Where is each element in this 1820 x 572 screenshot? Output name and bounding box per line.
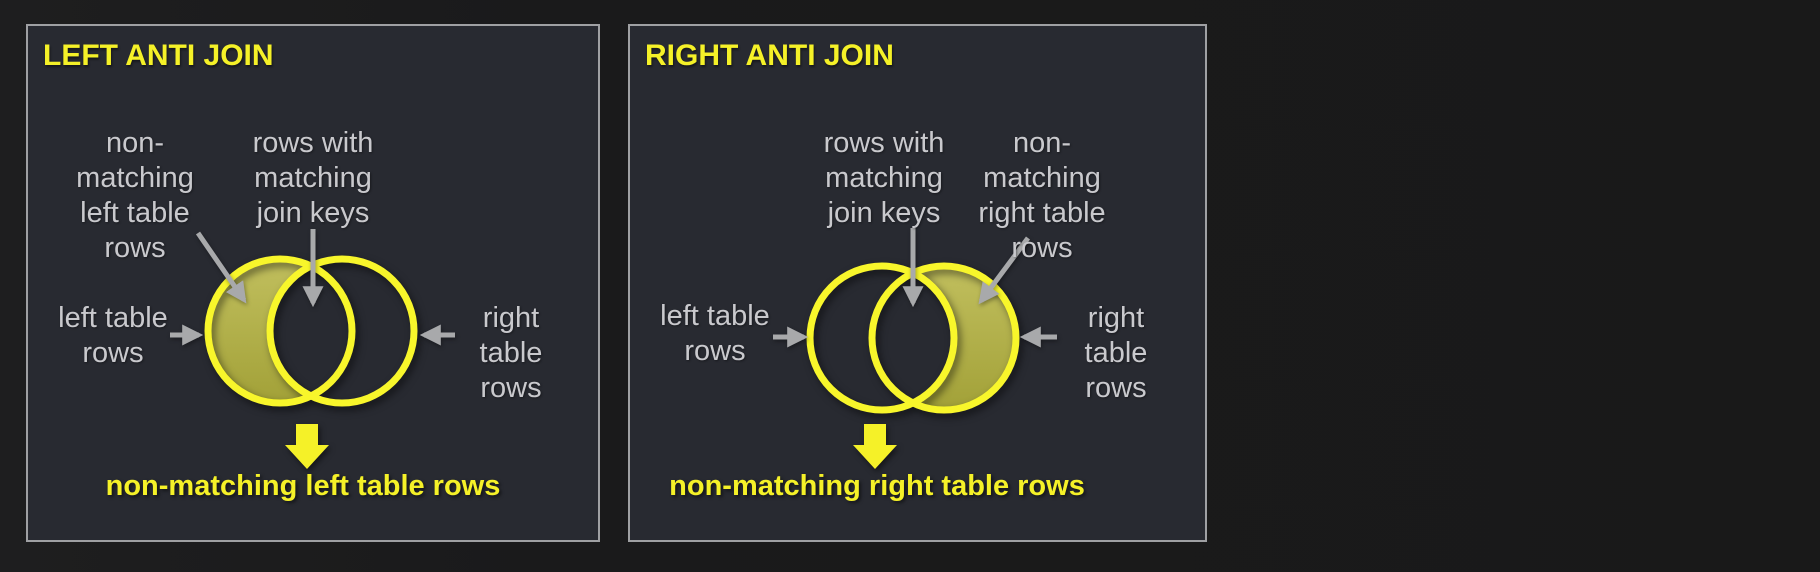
label-non-matching-left: non- matching left table rows xyxy=(76,127,194,264)
pointer-arrows xyxy=(170,229,455,346)
panel-title: LEFT ANTI JOIN xyxy=(43,39,274,72)
label-non-matching-right: non- matching right table rows xyxy=(978,127,1106,264)
result-label: non-matching left table rows xyxy=(105,470,501,502)
non-matching-arrow xyxy=(978,236,1031,305)
label-right-table-rows: right table rows xyxy=(1084,302,1148,404)
venn-diagram-left-anti xyxy=(170,229,455,469)
non-matching-arrow xyxy=(195,231,247,304)
venn-rings xyxy=(204,255,418,407)
label-left-table-rows: left table rows xyxy=(58,302,168,369)
left-circle xyxy=(204,255,356,407)
label-right-table-rows: right table rows xyxy=(479,302,543,404)
right-circle xyxy=(266,255,418,407)
result-down-arrow-icon xyxy=(285,424,329,469)
label-matching-join-keys: rows with matching join keys xyxy=(252,127,374,229)
result-down-arrow-icon xyxy=(853,424,897,469)
label-left-table-rows: left table rows xyxy=(660,300,770,367)
right-circle xyxy=(868,262,1020,414)
left-circle xyxy=(806,262,958,414)
panel-right-anti-join: RIGHT ANTI JOIN rows with matching join … xyxy=(628,24,1207,542)
result-label: non-matching right table rows xyxy=(669,470,1085,502)
panel-title: RIGHT ANTI JOIN xyxy=(645,39,894,72)
venn-rings xyxy=(806,262,1020,414)
pointer-arrows xyxy=(773,228,1057,348)
venn-diagram-right-anti xyxy=(773,228,1057,469)
panel-left-anti-join: LEFT ANTI JOIN non- matching left table … xyxy=(26,24,600,542)
label-matching-join-keys: rows with matching join keys xyxy=(823,127,945,229)
